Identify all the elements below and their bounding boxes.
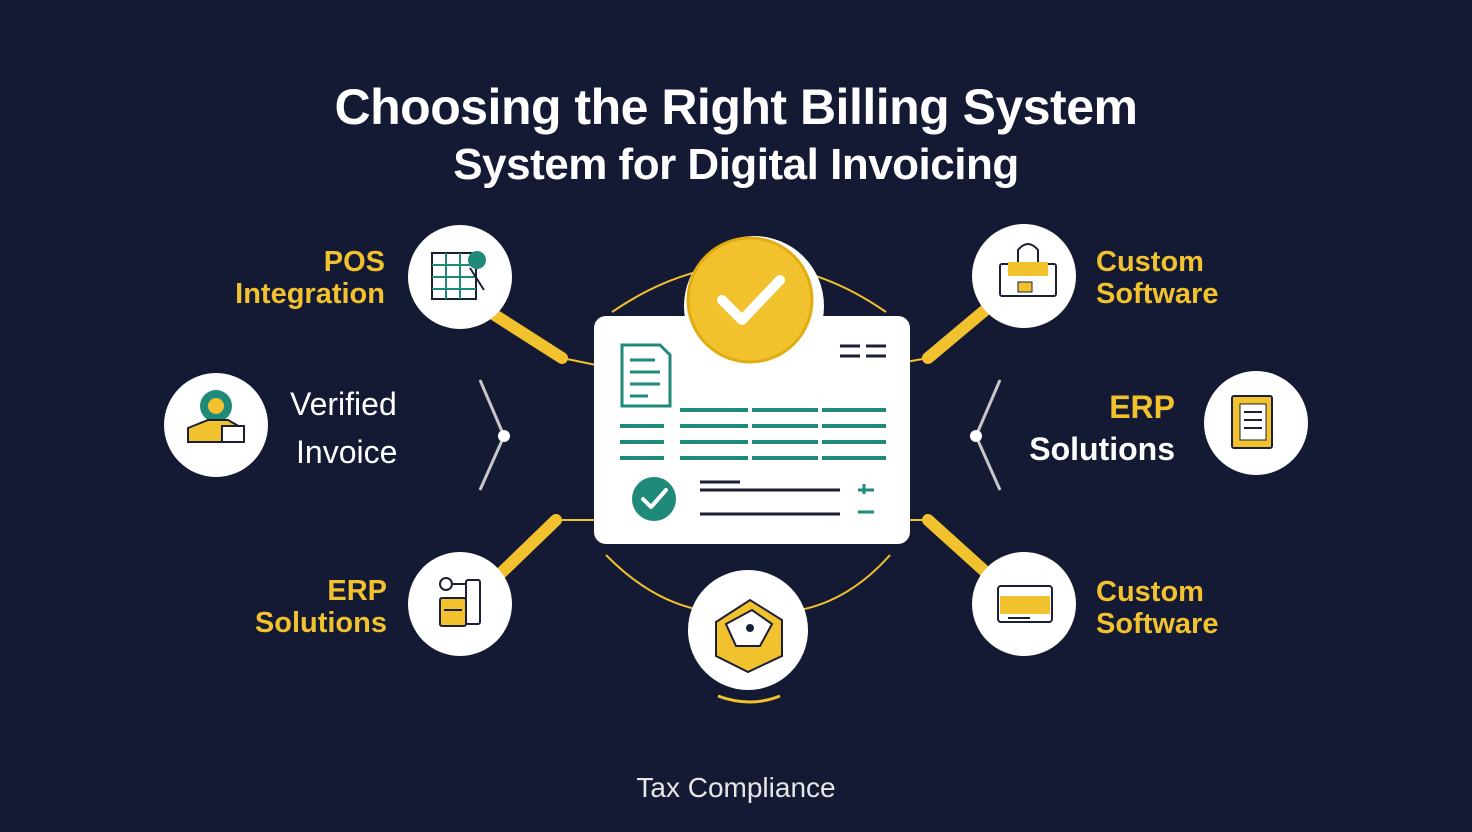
invoice-card: [594, 316, 910, 544]
node-bottom-right: [972, 552, 1076, 656]
orbit-arc-bottom-right: [799, 554, 891, 611]
label-top-left: POS Integration: [235, 246, 385, 310]
bracket-left: [478, 379, 510, 491]
connector-top-left: [484, 306, 597, 366]
verified-badge-icon: [187, 390, 245, 443]
page-title: Choosing the Right Billing System: [334, 79, 1138, 135]
orbit-arc-under-box: [717, 694, 781, 704]
orbit-arc-bottom: [605, 554, 701, 611]
node-top-right: [972, 224, 1076, 328]
verified-check-icon: [632, 477, 676, 521]
label-top-right: Custom Software: [1096, 246, 1219, 310]
invoice-document-icon: [620, 343, 672, 408]
card-icon: [997, 585, 1053, 623]
label-mid-right: ERP Solutions: [1029, 389, 1175, 467]
cards-icon: [439, 577, 481, 627]
connector-bottom-right: [906, 514, 996, 582]
spreadsheet-icon: [431, 251, 486, 300]
node-mid-left: [164, 373, 268, 477]
checkmark-icon: [684, 236, 824, 376]
connector-top-right: [905, 300, 996, 364]
node-mid-right: [1204, 371, 1308, 475]
menu-lines-icon: [840, 344, 886, 358]
bracket-right: [970, 379, 1002, 491]
node-bottom-center: [688, 570, 808, 690]
node-top-left: [408, 225, 512, 329]
invoice-lines: [620, 408, 886, 460]
connector-bottom-left: [490, 514, 596, 584]
document-icon: [1231, 395, 1273, 449]
label-bottom-right: Custom Software: [1096, 576, 1219, 640]
lock-box-icon: [999, 243, 1057, 297]
label-bottom-left: ERP Solutions: [254, 575, 387, 639]
signature-lines: [700, 480, 874, 516]
footer-caption: Tax Compliance: [636, 772, 836, 803]
box-icon: [715, 598, 783, 674]
label-mid-left: Verified Invoice: [290, 386, 398, 470]
node-bottom-left: [408, 552, 512, 656]
page-subtitle: System for Digital Invoicing: [453, 140, 1019, 189]
